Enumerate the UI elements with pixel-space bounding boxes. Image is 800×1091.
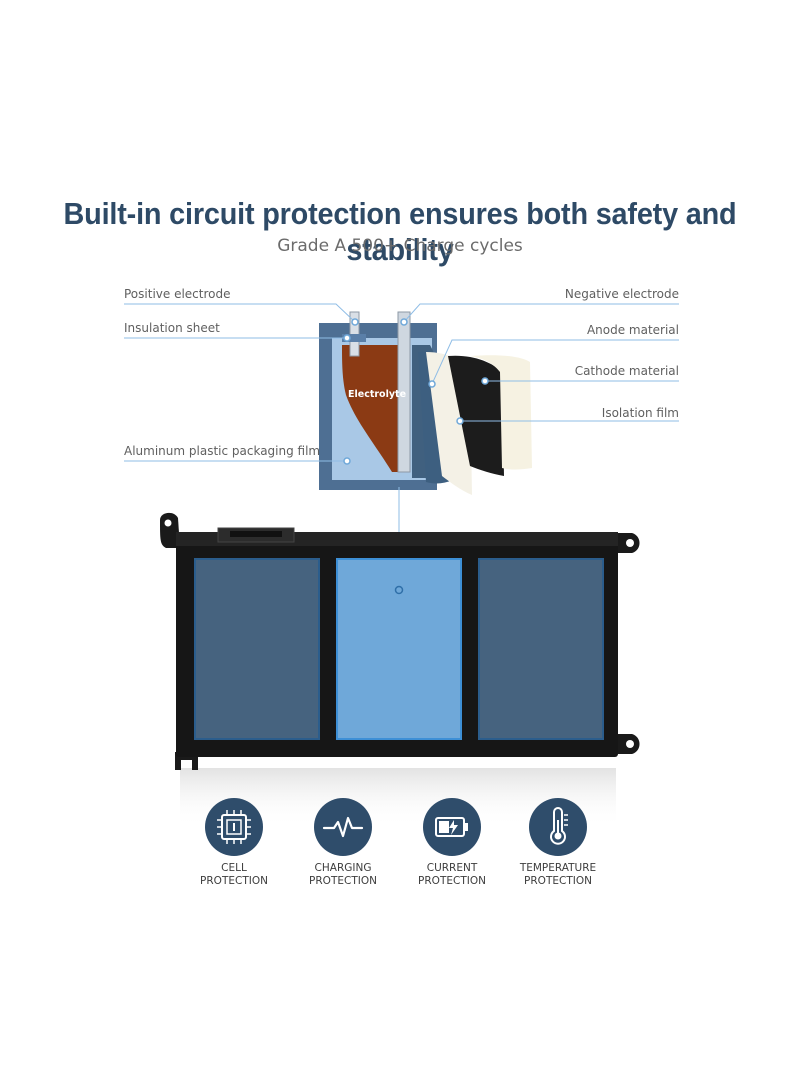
label-cathode-material: Cathode material	[574, 364, 679, 378]
dot-positive	[351, 318, 359, 326]
cathode-sheet	[448, 355, 504, 476]
feature-line2: PROTECTION	[309, 875, 377, 887]
leader-lines	[124, 303, 679, 590]
label-isolation-film: Isolation film	[601, 406, 679, 420]
dot-cell-center	[394, 585, 404, 595]
feature-line1: CELL	[221, 862, 247, 874]
dot-cathode	[481, 377, 489, 385]
label-anode-material: Anode material	[586, 323, 679, 337]
dot-anode	[428, 380, 436, 388]
mount-ear-top-right	[612, 533, 640, 553]
mount-hole-top-left	[164, 519, 172, 527]
mount-hole-top-right	[626, 539, 634, 547]
label-insulation-sheet: Insulation sheet	[124, 321, 220, 335]
electrolyte-body	[342, 345, 408, 472]
negative-electrode-tab	[397, 311, 411, 473]
leader-negative	[403, 303, 679, 323]
feature-line2: PROTECTION	[200, 875, 268, 887]
leader-dots	[343, 318, 489, 465]
leader-anode	[431, 339, 679, 385]
feature-line1: CHARGING	[314, 862, 372, 874]
feature-line1: CURRENT	[426, 862, 478, 874]
pulse-wave-icon	[314, 798, 372, 856]
label-negative-electrode: Negative electrode	[564, 287, 679, 301]
battery-pack	[160, 512, 640, 828]
label-aluminum-film: Aluminum plastic packaging film	[124, 444, 321, 458]
connector-pins	[230, 531, 282, 537]
dot-isolation	[456, 417, 464, 425]
feature-line2: PROTECTION	[418, 875, 486, 887]
dot-negative	[400, 318, 408, 326]
cell-right	[478, 558, 604, 740]
cell-cross-section: Electrolyte	[319, 311, 532, 495]
dot-aluminum	[343, 457, 351, 465]
battery-bolt-icon	[423, 798, 481, 856]
insulation-sheet-strip	[342, 334, 366, 342]
electrolyte-label: Electrolyte	[348, 389, 406, 400]
dot-insulation	[343, 334, 351, 342]
feature-line1: TEMPERATURE	[519, 862, 597, 874]
isolation-sheet-back	[470, 355, 532, 470]
mount-hole-bottom-right	[626, 740, 634, 748]
mount-ear-bottom-right	[612, 734, 640, 754]
feature-line2: PROTECTION	[524, 875, 592, 887]
cell-left	[194, 558, 320, 740]
chip-icon	[205, 798, 263, 856]
subheadline: Grade A 500+ Charge cycles	[277, 236, 523, 256]
headline: Built-in circuit protection ensures both…	[63, 196, 737, 267]
leader-positive	[124, 303, 356, 323]
label-positive-electrode: Positive electrode	[124, 287, 231, 301]
thermometer-icon	[529, 798, 587, 856]
